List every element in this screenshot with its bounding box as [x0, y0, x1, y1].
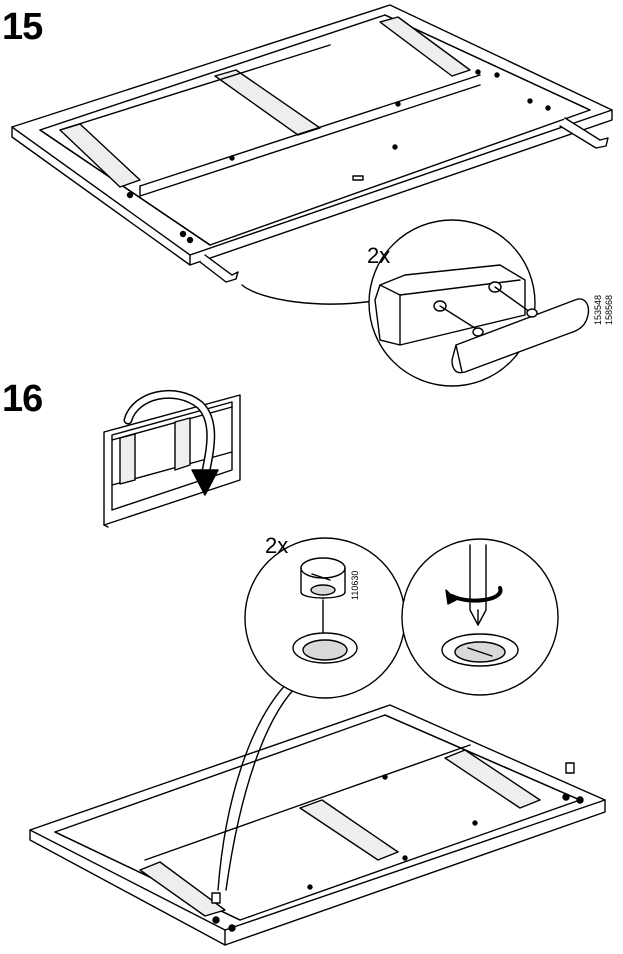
step16-detail-zoom-2 — [401, 538, 559, 696]
step16-detail-zoom-1 — [244, 537, 406, 699]
quantity-label: 2x — [265, 533, 289, 558]
step15-detail-zoom — [368, 219, 590, 387]
step16-rotate-hint — [103, 389, 241, 528]
part-number: 110630 — [350, 570, 360, 600]
step-number: 15 — [2, 6, 43, 48]
quantity-label: 2x — [367, 243, 391, 268]
screwdriver-rotate-icon — [450, 586, 503, 603]
step-number: 16 — [2, 378, 43, 420]
step15-bed-frame — [11, 4, 613, 305]
step16-bed-frame — [29, 679, 606, 946]
part-number: 158568 — [604, 294, 614, 325]
part-number: 153548 — [593, 294, 603, 325]
